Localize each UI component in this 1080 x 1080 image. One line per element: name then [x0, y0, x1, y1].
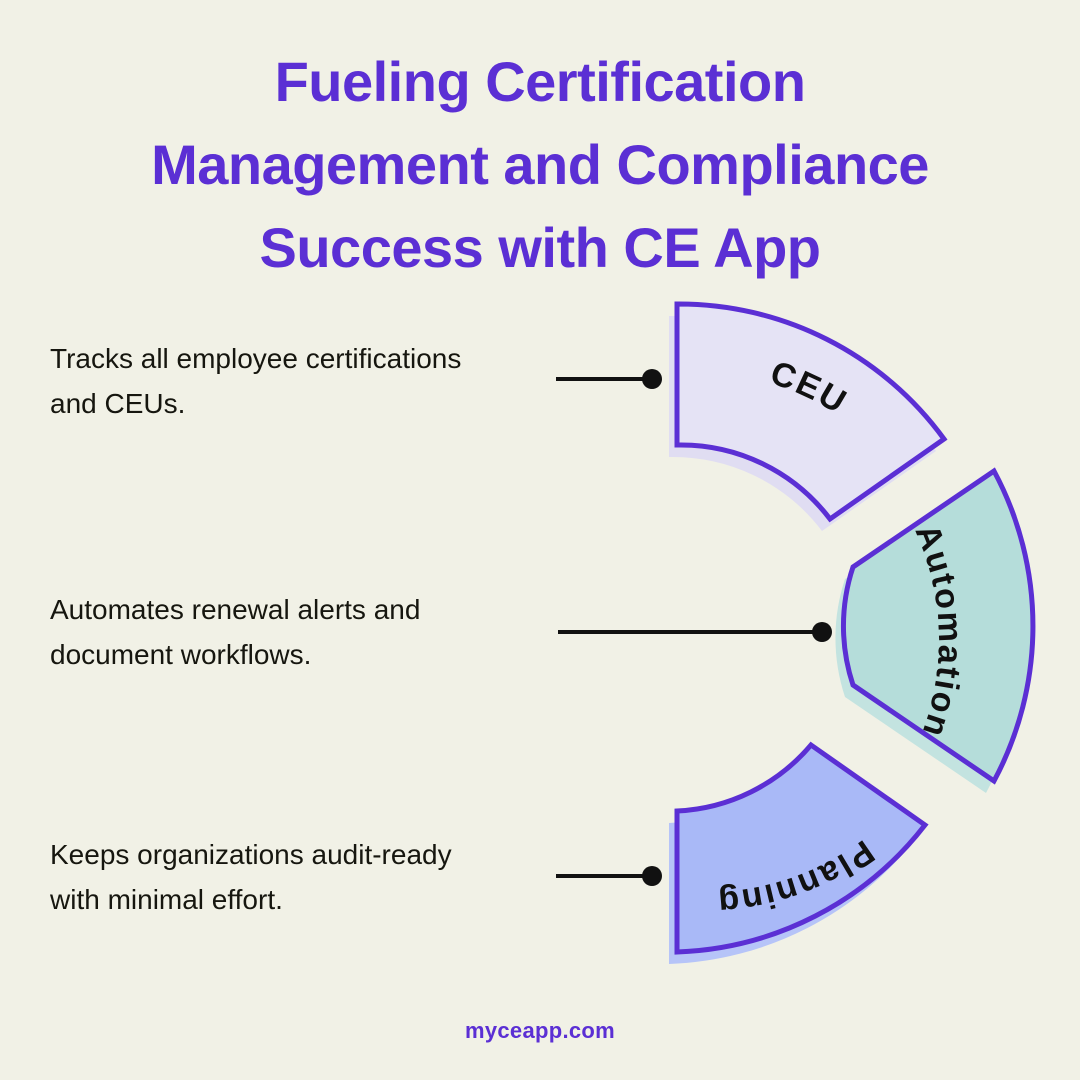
- connector-ceu: [556, 369, 662, 389]
- segment-ceu[interactable]: CEU: [669, 301, 948, 531]
- description-line: Keeps organizations audit-ready: [50, 839, 452, 870]
- description-line: and CEUs.: [50, 388, 186, 419]
- page-title: Fueling Certification Management and Com…: [90, 40, 990, 289]
- feature-description-automation: Automates renewal alerts and document wo…: [50, 587, 570, 677]
- connector-ceu-dot: [642, 369, 662, 389]
- feature-description-planning: Keeps organizations audit-ready with min…: [50, 832, 570, 922]
- footer-url[interactable]: myceapp.com: [464, 1018, 616, 1043]
- description-line: Tracks all employee certifications: [50, 343, 462, 374]
- connector-planning: [556, 866, 662, 886]
- description-line: document workflows.: [50, 639, 312, 670]
- description-line: Automates renewal alerts and: [50, 594, 421, 625]
- title-line-2: Management and Compliance: [151, 133, 929, 196]
- connector-planning-dot: [642, 866, 662, 886]
- segment-automation-body[interactable]: [841, 467, 1036, 785]
- connector-automation-dot: [812, 622, 832, 642]
- title-line-1: Fueling Certification: [274, 50, 806, 113]
- connector-automation: [558, 622, 832, 642]
- segment-automation[interactable]: Automation: [835, 467, 1036, 793]
- description-line: with minimal effort.: [50, 884, 283, 915]
- segment-planning-body[interactable]: [674, 741, 929, 955]
- feature-description-ceu: Tracks all employee certifications and C…: [50, 336, 570, 426]
- segment-ceu-body[interactable]: [674, 301, 948, 523]
- title-line-3: Success with CE App: [259, 216, 822, 279]
- segment-planning[interactable]: Planning: [669, 741, 929, 964]
